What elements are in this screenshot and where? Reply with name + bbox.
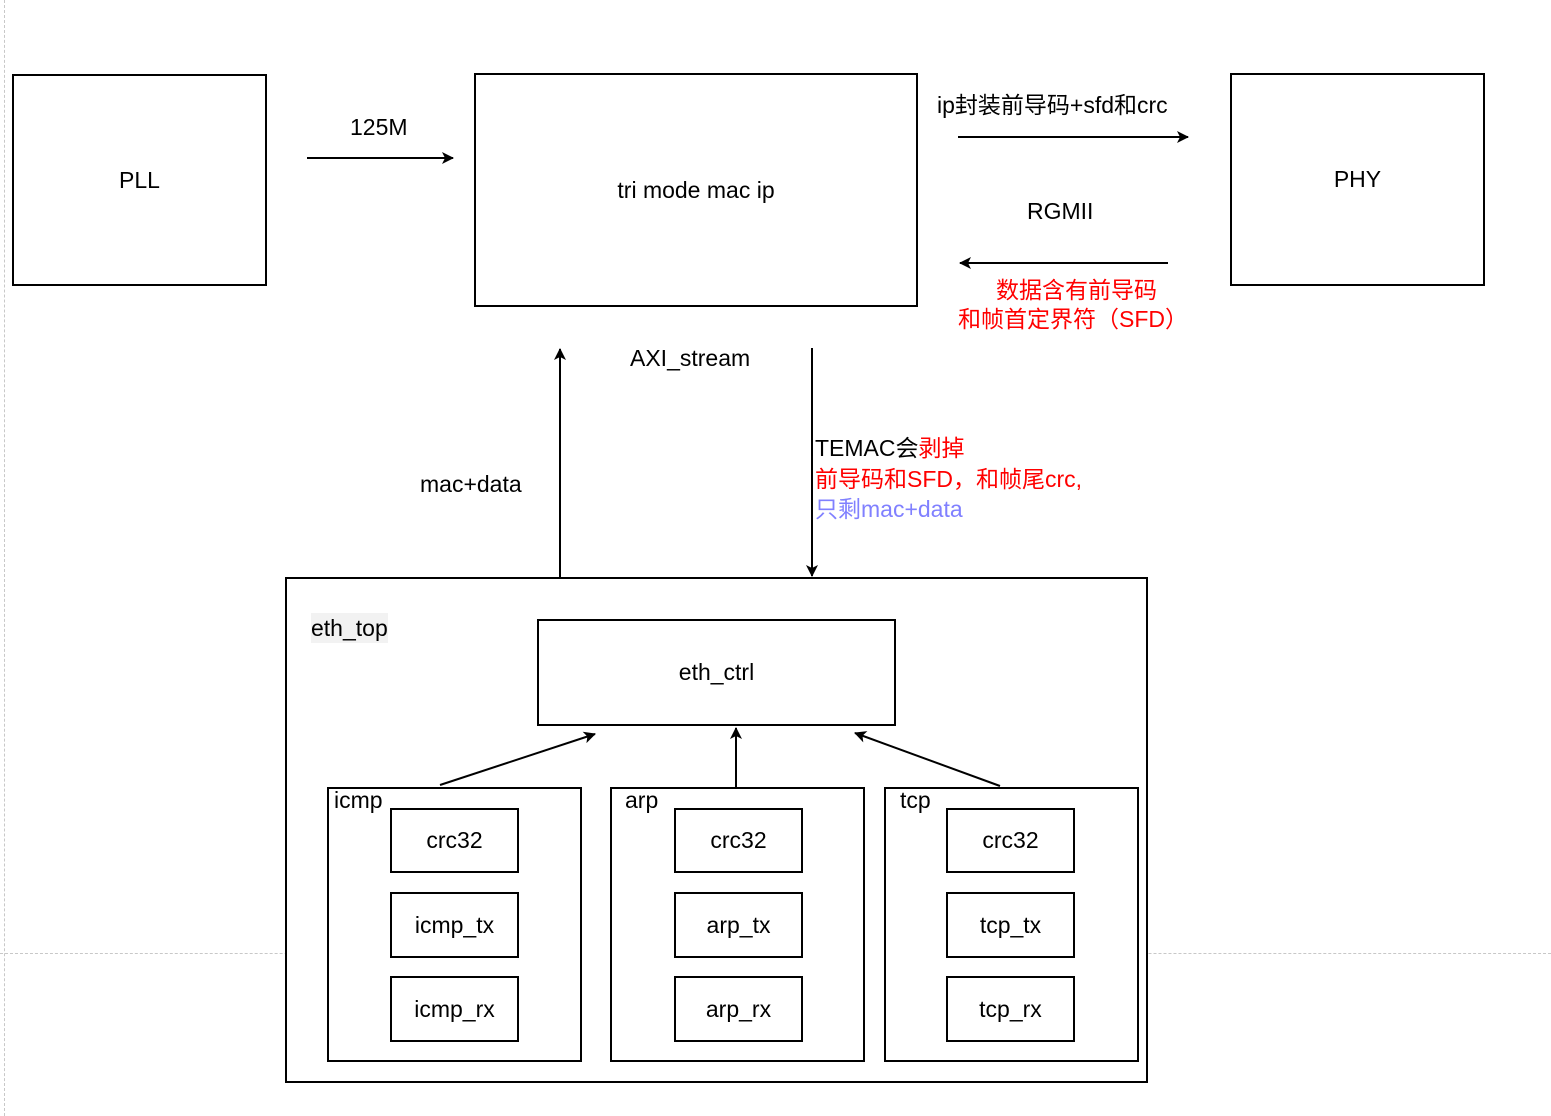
arp-rx-block[interactable]: arp_rx	[674, 976, 803, 1042]
mac-ip-block[interactable]: tri mode mac ip	[474, 73, 918, 307]
rgmii-label: RGMII	[1027, 198, 1094, 224]
pll-label: PLL	[119, 166, 160, 193]
temac-note-line2: 前导码和SFD，和帧尾crc,	[815, 466, 1083, 492]
arp-crc32-label: crc32	[710, 827, 767, 853]
rx-note-line2: 和帧首定界符（SFD）	[958, 306, 1188, 332]
guide-line-vertical	[4, 0, 5, 1116]
icmp-crc32-block[interactable]: crc32	[390, 808, 519, 873]
arp-rx-label: arp_rx	[705, 995, 772, 1022]
arp-module-label: arp	[625, 787, 659, 813]
temac-note-prefix: TEMAC会	[815, 435, 919, 461]
phy-block[interactable]: PHY	[1230, 73, 1485, 286]
tcp-tx-label: tcp_tx	[979, 911, 1042, 938]
icmp-tx-block[interactable]: icmp_tx	[390, 892, 519, 958]
eth-top-label: eth_top	[311, 613, 388, 643]
icmp-to-ctrl-arrow	[439, 731, 596, 786]
tcp-crc32-label: crc32	[982, 827, 1039, 853]
rx-note-line1: 数据含有前导码	[996, 277, 1157, 303]
icmp-rx-label: icmp_rx	[414, 995, 495, 1022]
tcp-tx-block[interactable]: tcp_tx	[946, 892, 1075, 958]
phy-label: PHY	[1333, 166, 1382, 192]
temac-note-line3: 只剩mac+data	[815, 496, 963, 522]
icmp-tx-label: icmp_tx	[414, 911, 495, 938]
tcp-rx-block[interactable]: tcp_rx	[946, 976, 1075, 1042]
icmp-crc32-label: crc32	[426, 827, 483, 853]
icmp-module-label: icmp	[334, 787, 383, 813]
mac-ip-label: tri mode mac ip	[617, 176, 775, 203]
pll-block[interactable]: PLL	[12, 74, 267, 286]
eth-ctrl-label: eth_ctrl	[678, 659, 755, 685]
mac-data-label: mac+data	[420, 471, 522, 497]
axi-stream-label: AXI_stream	[630, 345, 751, 371]
temac-note-line1: TEMAC会剥掉	[815, 433, 965, 463]
tcp-module-label: tcp	[900, 787, 931, 813]
tx-note-label: ip封装前导码+sfd和crc	[937, 92, 1168, 118]
arp-tx-label: arp_tx	[706, 911, 771, 938]
tcp-to-ctrl-arrow	[854, 731, 1001, 787]
arp-tx-block[interactable]: arp_tx	[674, 892, 803, 958]
clock-label: 125M	[350, 114, 408, 140]
arp-crc32-block[interactable]: crc32	[674, 808, 803, 873]
eth-ctrl-block[interactable]: eth_ctrl	[537, 619, 896, 726]
icmp-rx-block[interactable]: icmp_rx	[390, 976, 519, 1042]
tcp-crc32-block[interactable]: crc32	[946, 808, 1075, 873]
temac-note-strip: 剥掉	[918, 435, 965, 461]
tcp-rx-label: tcp_rx	[979, 995, 1042, 1022]
